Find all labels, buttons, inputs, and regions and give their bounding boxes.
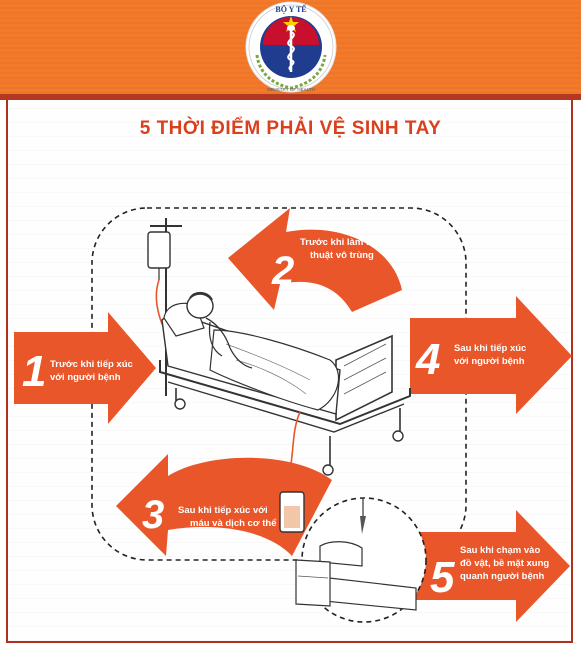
patient-head [186, 293, 214, 319]
moment-3-number: 3 [142, 493, 164, 537]
moment-4-number: 4 [415, 335, 440, 384]
moment-1-line2: với người bệnh [50, 372, 121, 383]
moment-2-line2: thuật vô trùng [310, 250, 374, 261]
arrow-moment-4 [410, 296, 572, 414]
arrow-moment-2 [228, 208, 402, 312]
ministry-logo: BỘ Y TẾ MINISTRY OF HEALTH [245, 1, 337, 93]
arrow-moment-5 [404, 510, 570, 622]
arrow-moment-1 [14, 312, 156, 424]
moment-1-number: 1 [22, 347, 46, 396]
header-stripe [0, 94, 581, 100]
blanket [209, 329, 340, 411]
moment-3-line1: Sau khi tiếp xúc với [178, 505, 268, 516]
moment-4-line1: Sau khi tiếp xúc [454, 343, 527, 354]
moment-1-caption: Trước khi tiếp xúc với người bệnh [50, 358, 133, 384]
arrow-moment-3 [116, 454, 332, 556]
moment-5-line3: quanh người bệnh [460, 571, 545, 582]
moment-5-line1: Sau khi chạm vào [460, 545, 541, 556]
moment-2-line1: Trước khi làm thủ [300, 237, 381, 248]
page-title: 5 THỜI ĐIỂM PHẢI VỆ SINH TAY [139, 118, 442, 139]
moment-3-caption: Sau khi tiếp xúc với máu và dịch cơ thể [178, 504, 276, 530]
moment-2-number: 2 [271, 249, 294, 293]
moment-5-caption: Sau khi chạm vào đồ vật, bề mặt xung qua… [460, 544, 549, 583]
moment-5-line2: đồ vật, bề mặt xung [460, 558, 550, 569]
moment-4-caption: Sau khi tiếp xúc với người bệnh [454, 342, 526, 368]
moment-4-line2: với người bệnh [454, 356, 525, 367]
logo-bottom-text: MINISTRY OF HEALTH [267, 87, 315, 92]
moment-5-number: 5 [430, 553, 455, 602]
moment-2-caption: Trước khi làm thủ thuật vô trùng [300, 236, 381, 262]
moment-1-line1: Trước khi tiếp xúc [50, 359, 133, 370]
logo-top-text: BỘ Y TẾ [275, 4, 306, 14]
moment-3-line2: máu và dịch cơ thể [190, 518, 277, 529]
iv-bag-icon [147, 231, 171, 269]
